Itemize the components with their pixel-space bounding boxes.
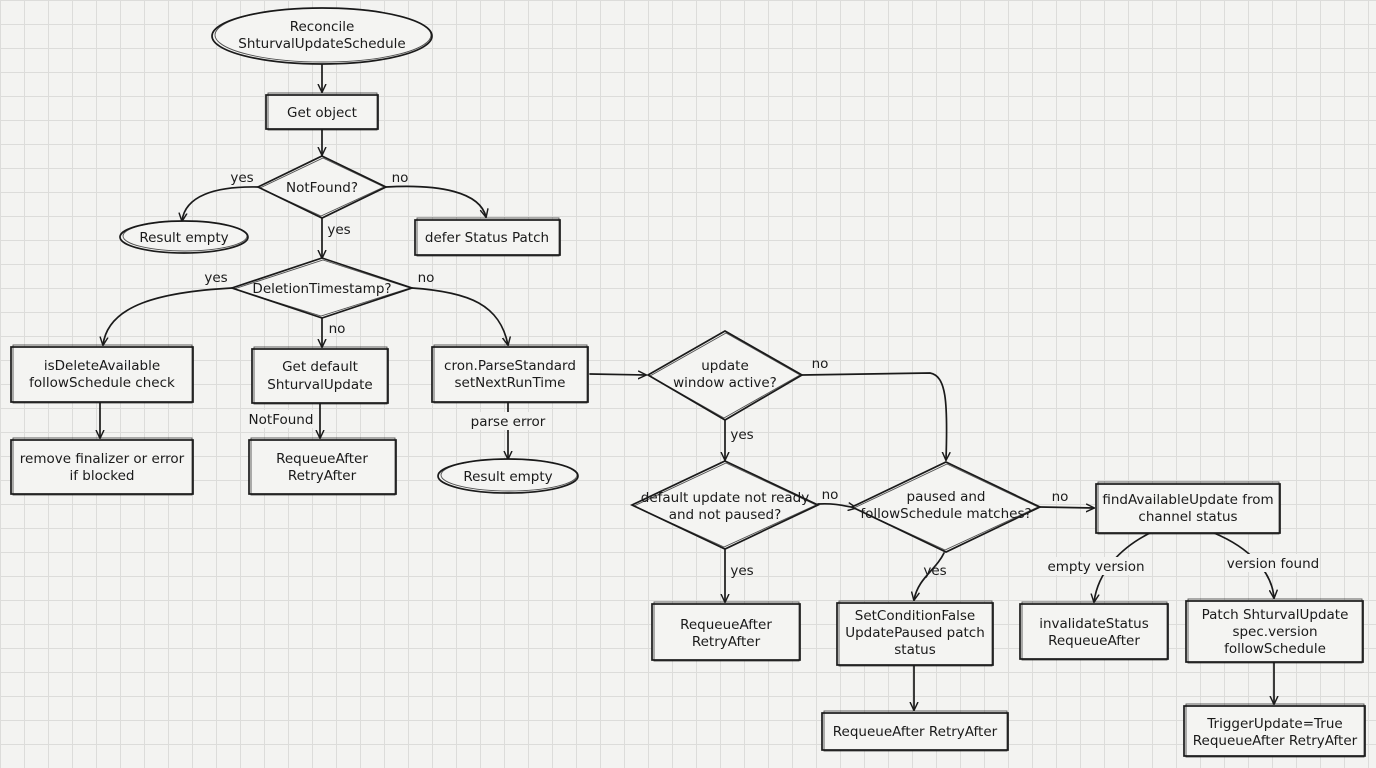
label-notfound-no: no	[392, 170, 409, 186]
default-not-ready-diamond-sketch	[632, 462, 818, 548]
requeue-2-box	[651, 603, 801, 661]
defer-patch-box-sketch	[416, 217, 560, 257]
paused-match-diamond	[850, 461, 1042, 553]
edge-notfound-yes-left	[182, 186, 259, 221]
label-notfound-yes-down: yes	[327, 222, 350, 238]
default-not-ready-diamond	[630, 460, 820, 550]
defer-patch-label: defer Status Patch	[425, 230, 549, 246]
cron-parse-box	[431, 346, 589, 403]
label-notfound-yes-left: yes	[230, 170, 253, 186]
label-window-no: no	[812, 356, 829, 372]
label-deletion-no-down: no	[329, 321, 346, 337]
start-node-sketch	[214, 7, 432, 63]
edge-window-no	[801, 372, 947, 460]
cron-parse-box-sketch	[433, 344, 588, 404]
result-empty-2-sketch	[440, 458, 578, 492]
get-object-box-sketch	[267, 92, 378, 131]
label-parse-error: parse error	[471, 414, 546, 430]
invalidate-box-sketch	[1021, 601, 1168, 661]
window-active-diamond-sketch	[649, 332, 801, 419]
edge-paused-no	[1039, 507, 1094, 508]
notfound-label: NotFound?	[286, 180, 358, 196]
label-dnr-no: no	[822, 487, 839, 503]
label-version-found: version found	[1227, 556, 1319, 572]
requeue-1-box	[248, 439, 397, 495]
result-empty-2-label: Result empty	[463, 469, 552, 485]
patch-update-box-sketch	[1187, 598, 1363, 664]
defer-patch-box	[414, 219, 561, 256]
label-notfound-bg	[246, 410, 316, 428]
label-deletion-yes: yes	[204, 270, 227, 286]
set-condition-box-sketch	[838, 600, 993, 667]
edge-dnr-no	[817, 504, 856, 508]
is-delete-box	[10, 346, 194, 403]
requeue-1-box-sketch	[250, 437, 396, 496]
remove-finalizer-box-sketch	[12, 437, 193, 496]
label-window-yes: yes	[730, 427, 753, 443]
patch-update-box	[1185, 600, 1364, 663]
requeue-3-label: RequeueAfter RetryAfter	[833, 724, 998, 740]
paused-match-diamond-sketch	[852, 463, 1040, 551]
edge-labels: yes no yes yes no no NotFound parse erro…	[204, 170, 1320, 579]
label-empty-version: empty version	[1047, 559, 1144, 575]
label-deletion-no-right: no	[418, 270, 435, 286]
label-paused-yes: yes	[923, 563, 946, 579]
trigger-box	[1183, 705, 1366, 757]
label-getdefault-notfound: NotFound	[249, 412, 314, 428]
result-empty-1-sketch	[122, 220, 248, 252]
edge-cron-to-window	[589, 374, 646, 375]
edge-notfound-no	[385, 185, 486, 217]
label-empty-version-bg	[1046, 557, 1146, 575]
requeue-2-box-sketch	[653, 601, 800, 662]
deletion-timestamp-diamond	[229, 257, 415, 319]
requeue-3-box	[821, 712, 1009, 751]
notfound-diamond-sketch	[258, 157, 386, 217]
get-default-box-sketch	[253, 346, 388, 405]
window-active-diamond	[646, 330, 804, 421]
get-default-box	[251, 348, 389, 404]
edge-deletion-yes	[103, 287, 233, 345]
find-update-box-sketch	[1097, 481, 1280, 535]
get-object-box	[265, 94, 379, 130]
invalidate-box	[1019, 603, 1169, 660]
requeue-3-box-sketch	[823, 710, 1008, 752]
label-paused-no: no	[1052, 489, 1069, 505]
get-object-label: Get object	[287, 105, 357, 121]
label-parse-error-bg	[466, 412, 550, 430]
label-version-found-bg	[1226, 554, 1320, 572]
result-empty-1-label: Result empty	[139, 230, 228, 246]
is-delete-box-sketch	[12, 344, 193, 404]
edge-paused-yes	[914, 552, 945, 600]
find-update-box	[1095, 483, 1281, 534]
trigger-box-sketch	[1185, 703, 1365, 758]
set-condition-box	[836, 602, 994, 666]
label-dnr-yes: yes	[730, 563, 753, 579]
notfound-diamond	[256, 155, 388, 219]
deletion-diamond-sketch	[232, 259, 412, 317]
shapes	[10, 7, 1366, 758]
remove-finalizer-box	[10, 439, 194, 495]
deletion-timestamp-label: DeletionTimestamp?	[252, 281, 391, 297]
edge-deletion-no-right	[411, 287, 508, 345]
